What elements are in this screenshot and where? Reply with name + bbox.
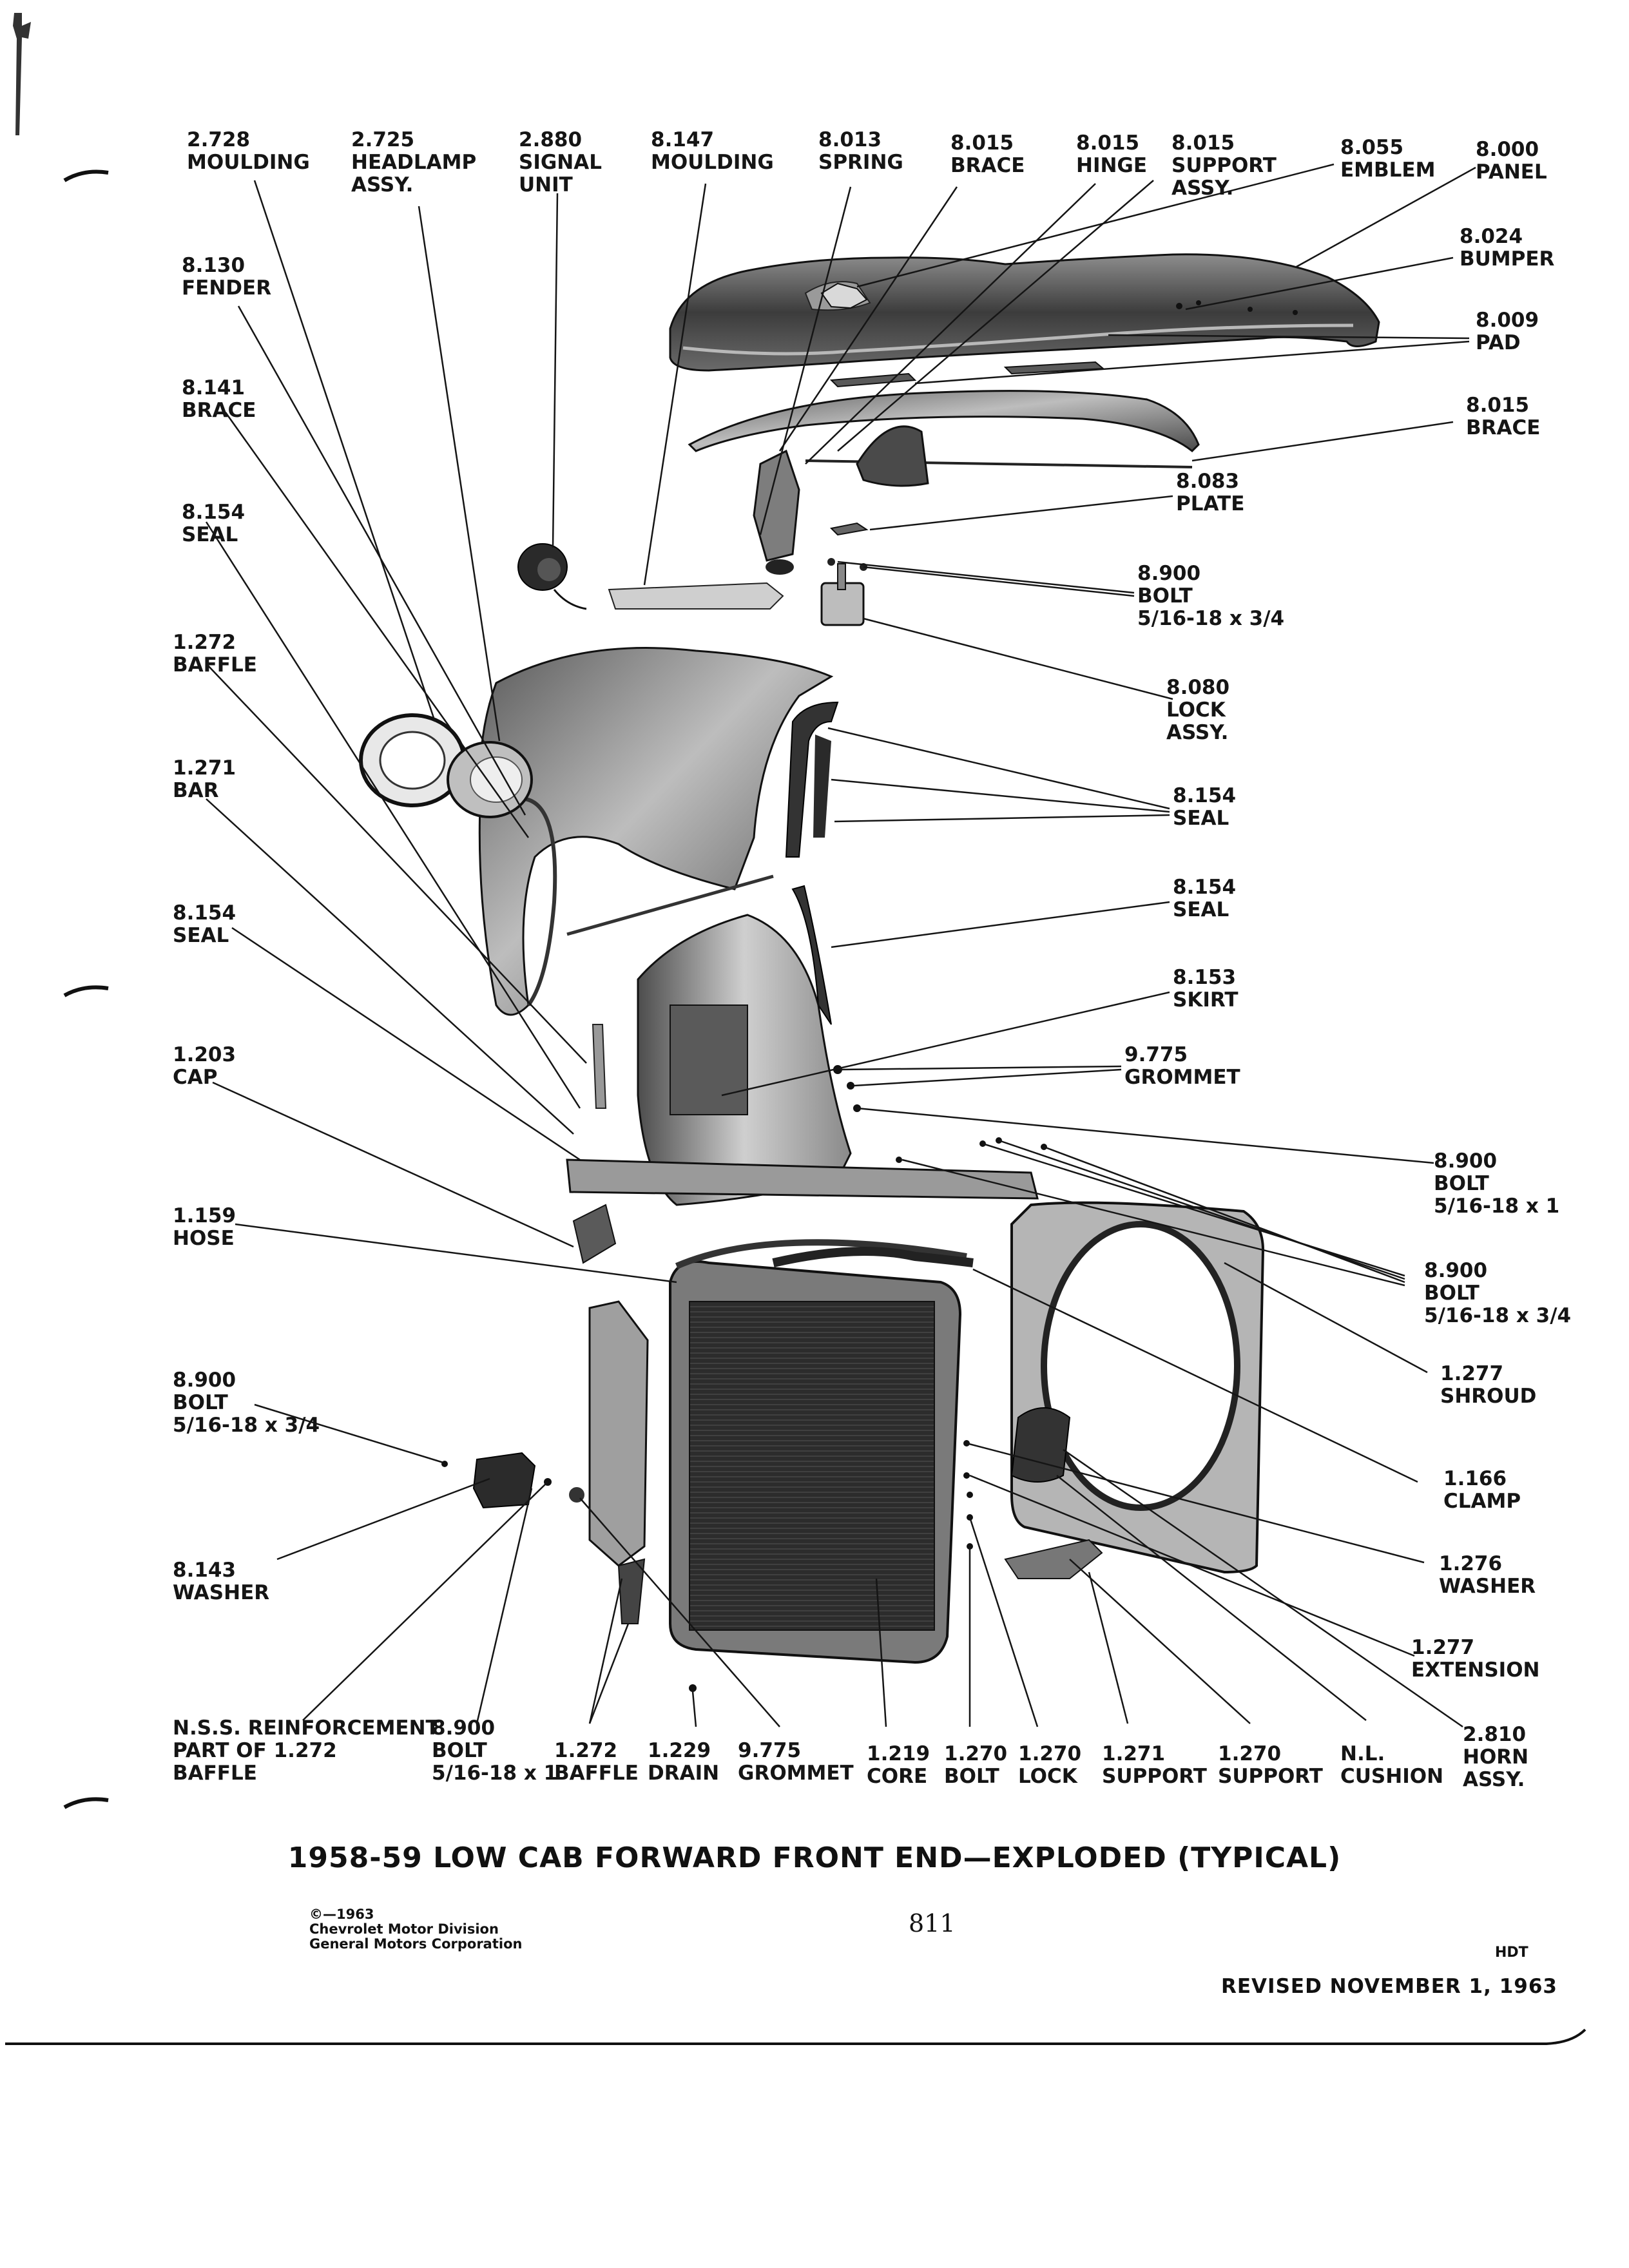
horn-part xyxy=(1010,1407,1071,1483)
section-code: HDT xyxy=(1495,1945,1528,1961)
support-1270-part xyxy=(1004,1539,1103,1579)
headlamp-part xyxy=(359,713,533,818)
emblem-part xyxy=(820,282,868,309)
fender-part xyxy=(478,647,834,1016)
seal-parts xyxy=(592,701,839,1109)
pad-parts xyxy=(829,361,1105,388)
radiator-core-part xyxy=(669,1239,967,1664)
figure-title: 1958-59 LOW CAB FORWARD FRONT END—EXPLOD… xyxy=(287,1841,1342,1874)
shroud-part xyxy=(1010,1201,1265,1574)
hose-part xyxy=(772,1247,974,1267)
skirt-part xyxy=(637,914,852,1206)
revision-date: REVISED NOVEMBER 1, 1963 xyxy=(1221,1975,1557,1998)
brace-part xyxy=(688,390,1200,468)
lower-baffle-part xyxy=(588,1300,649,1624)
scan-artifacts xyxy=(5,13,1586,2045)
lock-assy-part xyxy=(820,558,867,626)
leader-lines xyxy=(205,163,1476,1728)
page-number: 811 xyxy=(909,1909,956,1937)
bumper-part xyxy=(1176,300,1298,315)
panel-part xyxy=(669,253,1380,372)
callout-nl-cushion: N.L.CUSHION xyxy=(1340,1742,1444,1788)
plate-part xyxy=(829,522,869,536)
washer-block-part xyxy=(472,1452,536,1509)
copyright-block: ©—1963 Chevrolet Motor Division General … xyxy=(309,1907,523,1952)
moulding-8147-part xyxy=(608,582,784,610)
signal-unit-part xyxy=(517,543,587,610)
bar-part xyxy=(566,874,774,936)
hinge-spring-part xyxy=(753,425,929,575)
baffle-bar-part xyxy=(566,1158,1039,1264)
